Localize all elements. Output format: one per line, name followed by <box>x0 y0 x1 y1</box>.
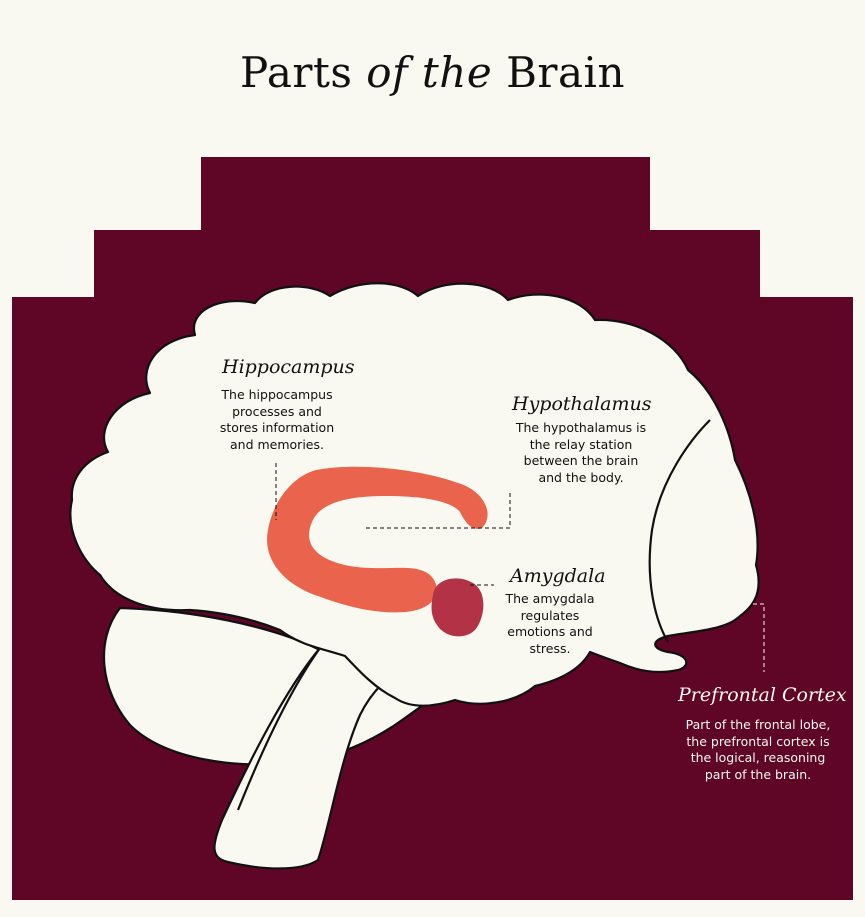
amygdala-title: Amygdala <box>510 565 606 587</box>
hypothalamus-desc: The hypothalamus is the relay station be… <box>515 420 647 485</box>
prefrontal-desc: Part of the frontal lobe, the prefrontal… <box>685 717 831 782</box>
title-part-1: Parts <box>239 48 353 97</box>
leader-lines <box>275 463 765 672</box>
prefrontal-leader <box>746 603 765 672</box>
brain-stem-shape <box>213 646 414 870</box>
amygdala-shape <box>431 578 484 637</box>
hypothalamus-leader <box>366 492 511 529</box>
prefrontal-title: Prefrontal Cortex <box>678 684 847 706</box>
hippocampus-title: Hippocampus <box>222 356 355 378</box>
page-title: Parts of the Brain <box>0 48 865 97</box>
hippocampus-shape <box>267 466 488 613</box>
hippocampus-desc: The hippocampus processes and stores inf… <box>219 387 335 452</box>
hypothalamus-title: Hypothalamus <box>512 393 652 415</box>
title-part-2: of the <box>366 48 493 97</box>
title-part-3: Brain <box>506 48 626 97</box>
frontal-lobe-line <box>648 419 711 643</box>
amygdala-desc: The amygdala regulates emotions and stre… <box>505 591 595 656</box>
brain-stem-line <box>236 647 321 811</box>
